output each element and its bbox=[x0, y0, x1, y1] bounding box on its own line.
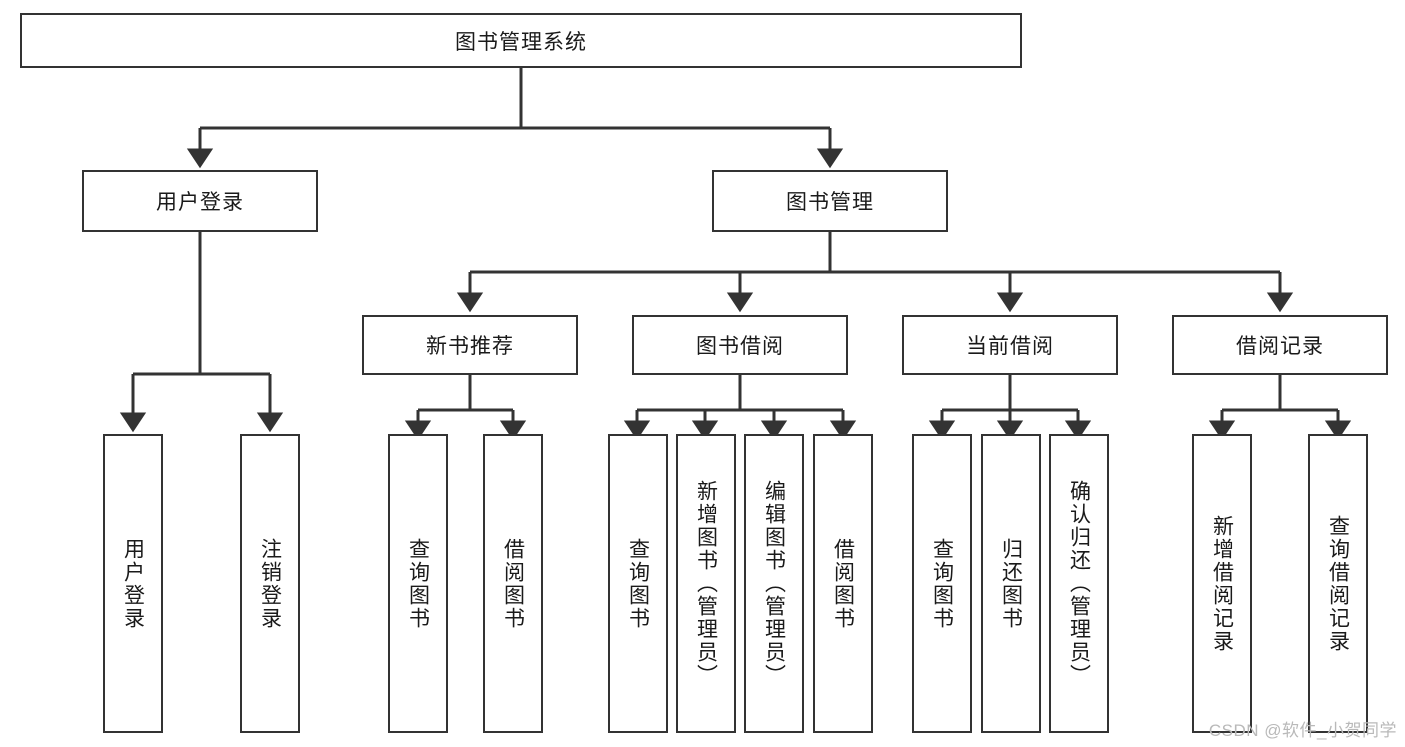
node-label: 图书借阅 bbox=[696, 335, 784, 358]
watermark: CSDN @软件_小贺同学 bbox=[1208, 721, 1397, 740]
node-label: 编辑图书（管理员） bbox=[762, 480, 786, 687]
node-label: 查询图书 bbox=[930, 537, 954, 630]
node-root-book-management-system[interactable]: 图书管理系统 bbox=[20, 13, 1022, 68]
leaf-book-borrow-edit-book-admin[interactable]: 编辑图书（管理员） bbox=[744, 434, 804, 733]
node-user-login[interactable]: 用户登录 bbox=[82, 170, 318, 232]
node-label: 新增借阅记录 bbox=[1210, 514, 1234, 653]
leaf-borrow-record-query-record[interactable]: 查询借阅记录 bbox=[1308, 434, 1368, 733]
node-label: 借阅记录 bbox=[1236, 335, 1324, 358]
node-label: 借阅图书 bbox=[501, 537, 525, 630]
leaf-current-borrow-query-books[interactable]: 查询图书 bbox=[912, 434, 972, 733]
node-current-borrowing[interactable]: 当前借阅 bbox=[902, 315, 1118, 375]
node-label: 图书管理 bbox=[786, 191, 874, 214]
node-borrowing-record[interactable]: 借阅记录 bbox=[1172, 315, 1388, 375]
node-label: 注销登录 bbox=[258, 537, 282, 630]
leaf-user-login-login[interactable]: 用户登录 bbox=[103, 434, 163, 733]
leaf-new-book-borrow-books[interactable]: 借阅图书 bbox=[483, 434, 543, 733]
node-label: 查询图书 bbox=[626, 537, 650, 630]
leaf-book-borrow-borrow-books[interactable]: 借阅图书 bbox=[813, 434, 873, 733]
node-label: 用户登录 bbox=[156, 191, 244, 214]
node-label: 归还图书 bbox=[999, 537, 1023, 630]
leaf-book-borrow-add-book-admin[interactable]: 新增图书（管理员） bbox=[676, 434, 736, 733]
node-book-borrowing[interactable]: 图书借阅 bbox=[632, 315, 848, 375]
leaf-current-borrow-confirm-return-admin[interactable]: 确认归还（管理员） bbox=[1049, 434, 1109, 733]
node-label: 用户登录 bbox=[121, 537, 145, 630]
leaf-borrow-record-add-record[interactable]: 新增借阅记录 bbox=[1192, 434, 1252, 733]
node-label: 图书管理系统 bbox=[455, 30, 587, 54]
node-book-management[interactable]: 图书管理 bbox=[712, 170, 948, 232]
node-label: 当前借阅 bbox=[966, 335, 1054, 358]
leaf-current-borrow-return-books[interactable]: 归还图书 bbox=[981, 434, 1041, 733]
leaf-new-book-query-books[interactable]: 查询图书 bbox=[388, 434, 448, 733]
node-label: 查询借阅记录 bbox=[1326, 514, 1350, 653]
node-new-book-recommendation[interactable]: 新书推荐 bbox=[362, 315, 578, 375]
leaf-user-login-logout[interactable]: 注销登录 bbox=[240, 434, 300, 733]
node-label: 确认归还（管理员） bbox=[1067, 480, 1091, 687]
leaf-book-borrow-query-books[interactable]: 查询图书 bbox=[608, 434, 668, 733]
node-label: 借阅图书 bbox=[831, 537, 855, 630]
node-label: 新书推荐 bbox=[426, 335, 514, 358]
node-label: 新增图书（管理员） bbox=[694, 480, 718, 687]
node-label: 查询图书 bbox=[406, 537, 430, 630]
